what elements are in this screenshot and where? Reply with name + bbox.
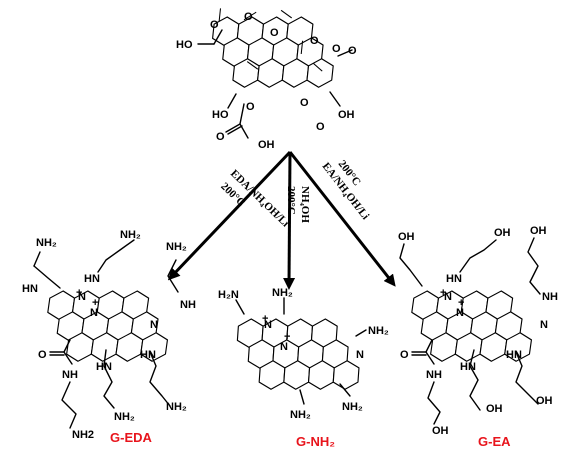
lactone-o-top-2: O — [332, 43, 341, 55]
ketone-o-top-2: O — [270, 27, 279, 39]
label-g-ea: G-EA — [478, 434, 511, 449]
svg-text:NH₄OH: NH₄OH — [299, 186, 311, 223]
svg-text:HN: HN — [22, 283, 38, 295]
svg-text:NH₂: NH₂ — [114, 411, 135, 423]
reaction-arrows — [167, 150, 396, 290]
svg-text:O: O — [400, 349, 409, 361]
svg-text:OH: OH — [494, 227, 511, 239]
svg-text:HN: HN — [446, 273, 462, 285]
svg-text:NH₂: NH₂ — [368, 325, 389, 337]
svg-text:NH: NH — [426, 369, 442, 381]
svg-text:NH₂: NH₂ — [272, 287, 293, 299]
svg-text:HN: HN — [84, 273, 100, 285]
svg-text:HN: HN — [140, 349, 156, 361]
lactone-o-top-1: O — [310, 35, 319, 47]
svg-text:OH: OH — [530, 225, 547, 237]
svg-text:HN: HN — [460, 361, 476, 373]
oh-right-label: OH — [338, 109, 355, 121]
svg-text:NH: NH — [62, 369, 78, 381]
n-plus-2: N — [90, 307, 98, 319]
condition-right: EA/NH₄OH/Li 200°C — [320, 158, 372, 222]
svg-text:HN: HN — [506, 349, 522, 361]
graphene-oxide-precursor: HO O O O O O O O O HO OH O O OH — [176, 8, 357, 151]
svg-text:OH: OH — [398, 231, 415, 243]
arrow-to-g-ea — [288, 151, 396, 287]
carbonyl-o-label: O — [210, 19, 219, 31]
svg-text:N: N — [456, 307, 464, 319]
ketone-o-left-mid: O — [246, 101, 255, 113]
n-plus-1: N — [78, 291, 86, 303]
svg-text:+: + — [76, 287, 82, 299]
svg-text:NH₂: NH₂ — [342, 401, 363, 413]
acid-o-label: O — [216, 131, 225, 143]
product-g-nh2: N N N + + H₂N NH₂ NH₂ NH₂ NH₂ G-NH₂ — [218, 287, 389, 449]
svg-text:O: O — [38, 349, 47, 361]
ketone-o-right: O — [348, 45, 357, 57]
svg-text:OH: OH — [486, 403, 503, 415]
svg-text:N: N — [280, 341, 288, 353]
acid-oh-label: OH — [258, 139, 275, 151]
svg-text:NH₂: NH₂ — [290, 409, 311, 421]
condition-middle: NH₄OH 200°C — [285, 186, 311, 223]
svg-text:NH: NH — [542, 291, 558, 303]
label-g-nh2: G-NH₂ — [296, 434, 335, 449]
product-g-eda: N N N + + NH₂ HN HN NH₂ NH₂ NH O NH NH2 … — [22, 229, 196, 445]
lactone-o-bottom: O — [300, 97, 309, 109]
product-g-ea: N N N + + OH HN OH OH NH O NH OH HN OH H… — [398, 225, 558, 449]
svg-text:HN: HN — [96, 361, 112, 373]
svg-text:N: N — [264, 319, 272, 331]
svg-text:N: N — [540, 319, 548, 331]
svg-text:+: + — [262, 313, 268, 325]
svg-text:+: + — [440, 287, 446, 299]
svg-text:N: N — [444, 291, 452, 303]
svg-text:+: + — [92, 297, 98, 309]
ketone-o-top-1: O — [244, 11, 253, 23]
cooh-left-label: HO — [176, 39, 193, 51]
svg-text:H₂N: H₂N — [218, 289, 239, 301]
svg-text:N: N — [356, 349, 364, 361]
svg-text:+: + — [458, 297, 464, 309]
n-edge: N — [150, 319, 158, 331]
svg-text:NH₂: NH₂ — [166, 241, 187, 253]
ketone-o-bottom-right: O — [316, 121, 325, 133]
label-g-eda: G-EDA — [110, 430, 153, 445]
svg-text:200°C: 200°C — [285, 186, 297, 215]
svg-text:+: + — [284, 331, 290, 343]
oh-left-label: HO — [212, 109, 229, 121]
svg-text:NH₂: NH₂ — [120, 229, 141, 241]
svg-text:NH₂: NH₂ — [166, 401, 187, 413]
svg-text:NH: NH — [180, 299, 196, 311]
svg-text:OH: OH — [432, 425, 449, 437]
svg-text:OH: OH — [536, 395, 553, 407]
condition-left: EDA/NH₄OH/Li 200°C — [218, 168, 291, 230]
svg-text:NH₂: NH₂ — [36, 237, 57, 249]
svg-text:NH2: NH2 — [72, 429, 94, 441]
arrow-to-g-eda — [167, 150, 292, 281]
arrow-to-g-nh2 — [283, 151, 296, 290]
